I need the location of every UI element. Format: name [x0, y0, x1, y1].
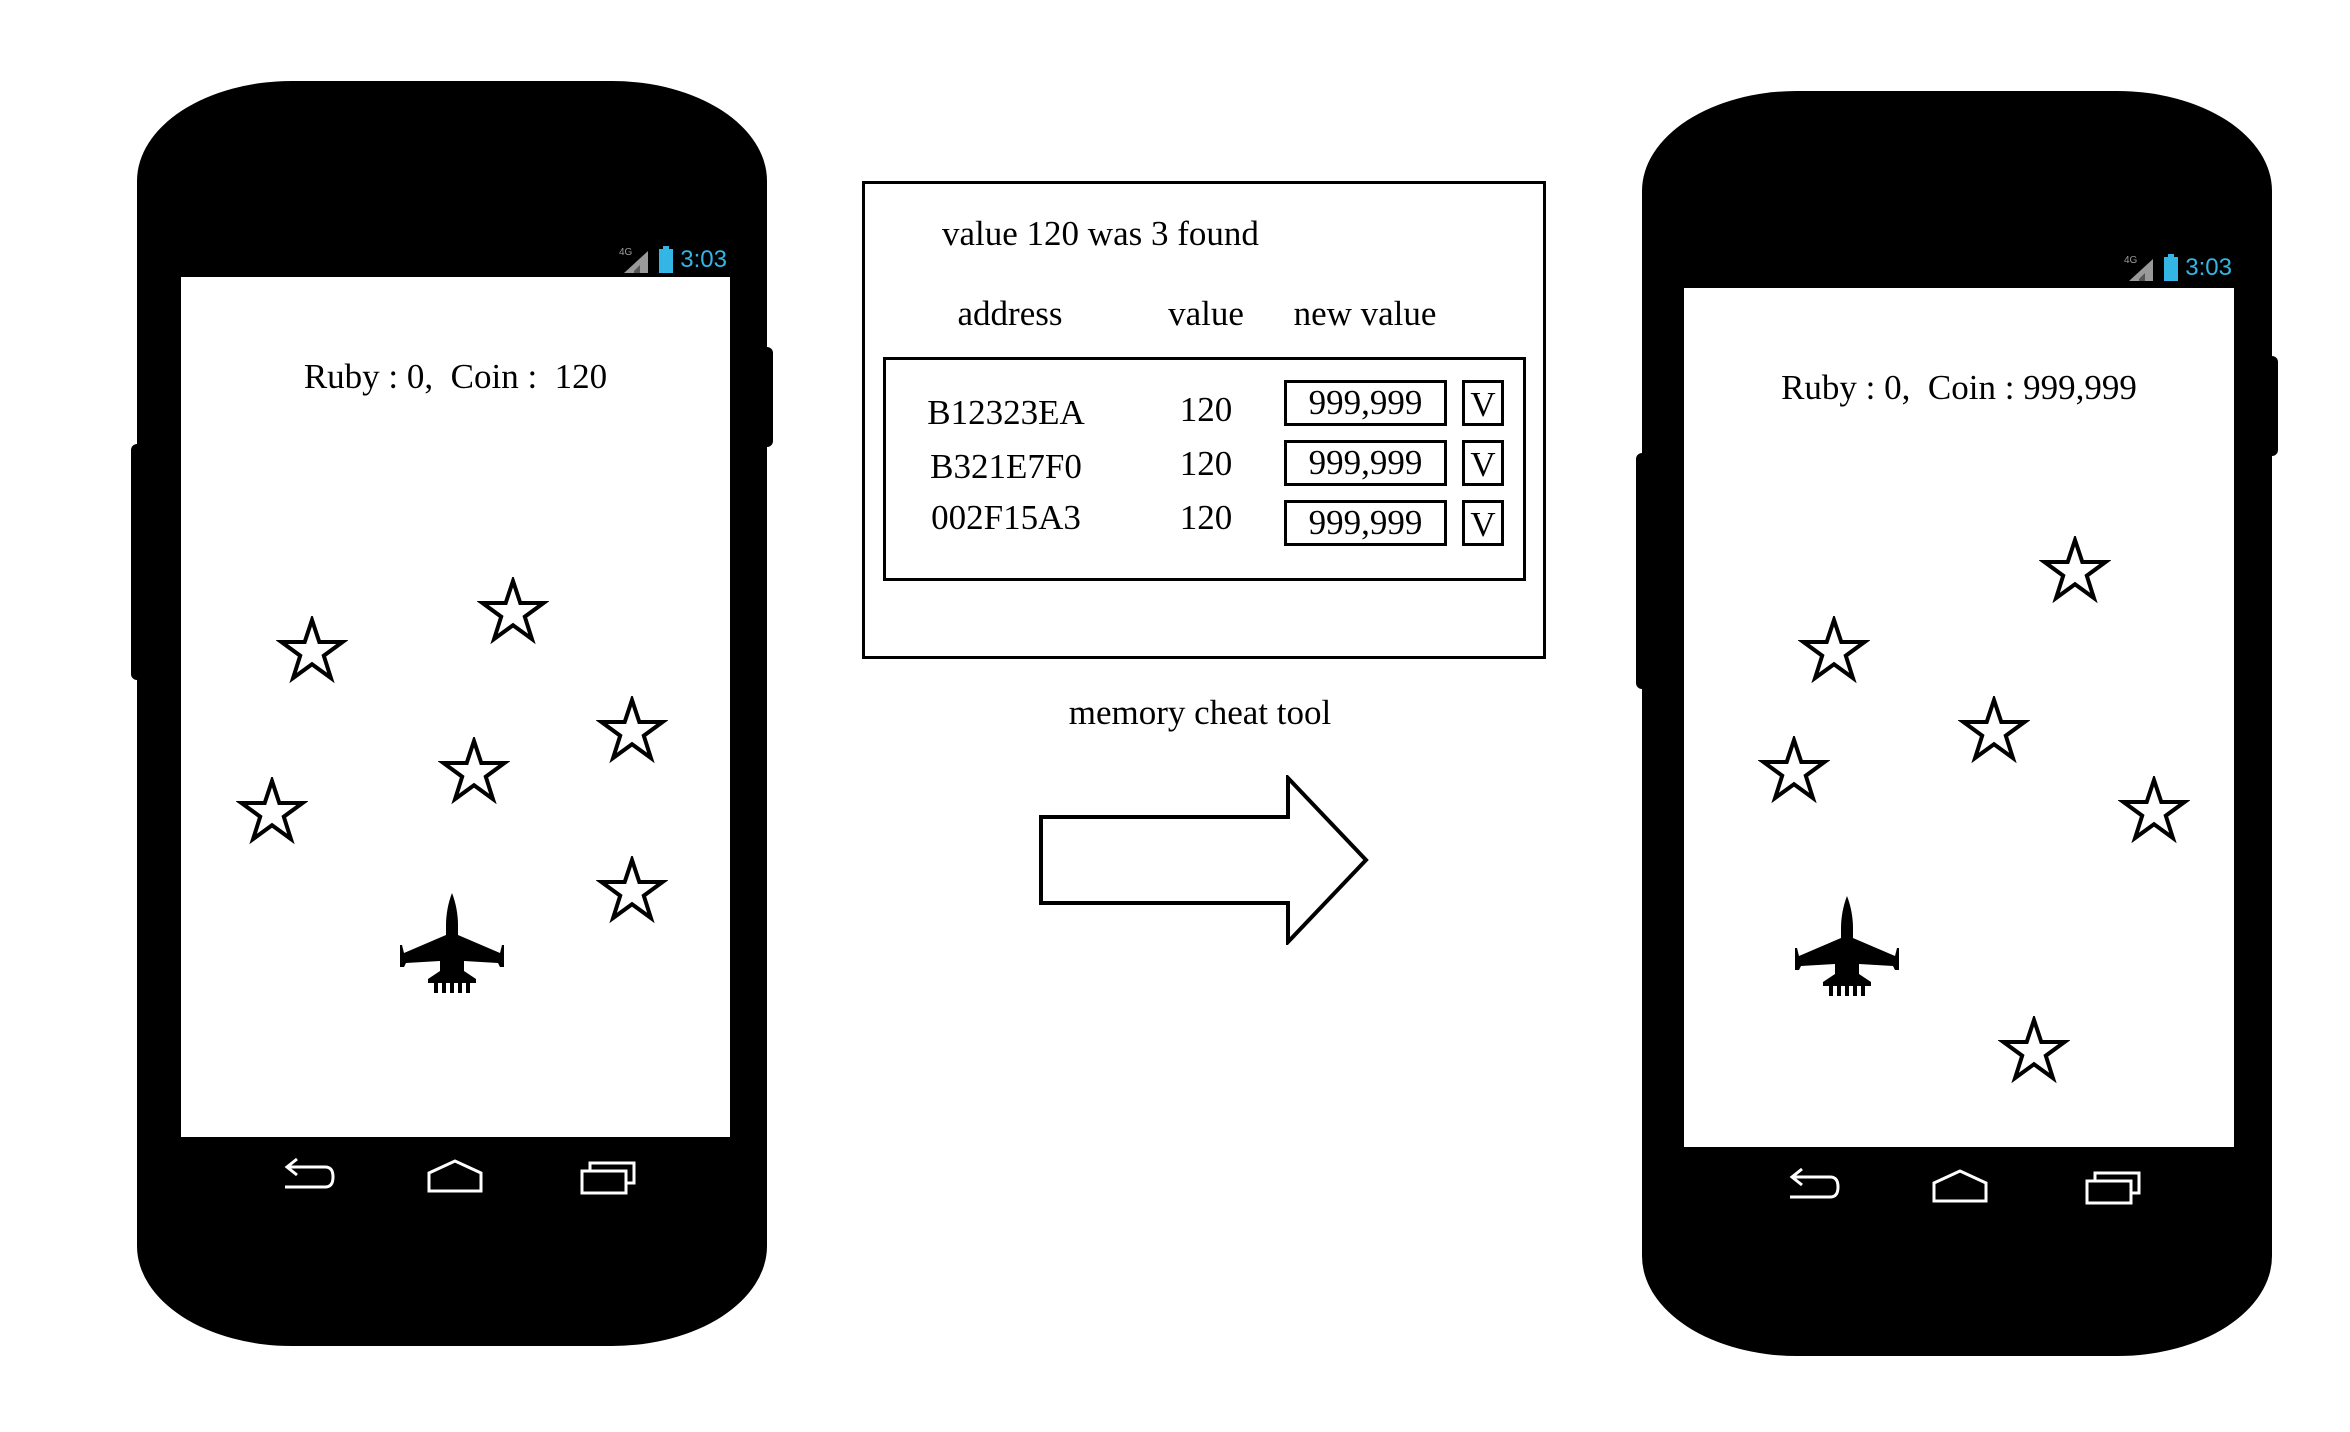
row-address: 002F15A3 [931, 498, 1081, 537]
star-icon[interactable] [1958, 696, 2030, 768]
left-phone: 3:03 Ruby : 0, Coin : 120 [131, 81, 773, 1346]
recent-apps-icon[interactable] [578, 1157, 638, 1197]
star-icon[interactable] [438, 737, 510, 809]
power-button[interactable] [2266, 356, 2278, 456]
row-value: 120 [1179, 498, 1233, 537]
score-text: Ruby : 0, Coin : 120 [303, 357, 608, 396]
signal-icon [618, 245, 652, 275]
new-value-input[interactable]: 999,999 [1284, 380, 1447, 426]
status-time: 3:03 [2185, 254, 2232, 281]
home-icon[interactable] [425, 1157, 485, 1197]
status-time: 3:03 [680, 246, 727, 273]
fighter-jet-icon[interactable] [1787, 884, 1907, 1004]
memory-cheat-window: value 120 was 3 found address value new … [862, 181, 1546, 659]
star-icon[interactable] [477, 577, 549, 649]
right-phone: 3:03 Ruby : 0, Coin : 999,999 [1636, 91, 2278, 1356]
header-new-value: new value [1293, 294, 1437, 333]
row-value: 120 [1179, 390, 1233, 429]
apply-button[interactable]: V [1462, 500, 1504, 546]
game-screen[interactable]: Ruby : 0, Coin : 120 [181, 277, 730, 1137]
home-icon[interactable] [1930, 1167, 1990, 1207]
star-icon[interactable] [2118, 776, 2190, 848]
volume-button[interactable] [131, 444, 143, 680]
battery-icon [658, 245, 674, 275]
star-icon[interactable] [236, 777, 308, 849]
score-text: Ruby : 0, Coin : 999,999 [1781, 368, 2137, 407]
volume-button[interactable] [1636, 453, 1648, 689]
back-icon[interactable] [1780, 1167, 1840, 1207]
star-icon[interactable] [596, 856, 668, 928]
star-icon[interactable] [596, 696, 668, 768]
row-address: B321E7F0 [930, 447, 1082, 486]
star-icon[interactable] [1798, 616, 1870, 688]
apply-button[interactable]: V [1462, 380, 1504, 426]
apply-button[interactable]: V [1462, 440, 1504, 486]
header-value: value [1168, 294, 1244, 333]
results-list: B12323EA 120 999,999 V B321E7F0 120 999,… [883, 357, 1526, 581]
recent-apps-icon[interactable] [2083, 1167, 2143, 1207]
star-icon[interactable] [1758, 736, 1830, 808]
status-bar: 3:03 [2123, 251, 2232, 285]
right-arrow-icon [1039, 775, 1369, 945]
new-value-input[interactable]: 999,999 [1284, 440, 1447, 486]
back-icon[interactable] [275, 1157, 335, 1197]
star-icon[interactable] [2039, 536, 2111, 608]
power-button[interactable] [761, 347, 773, 447]
new-value-input[interactable]: 999,999 [1284, 500, 1447, 546]
fighter-jet-icon[interactable] [392, 881, 512, 1001]
tool-caption: memory cheat tool [1068, 693, 1332, 732]
game-screen[interactable]: Ruby : 0, Coin : 999,999 [1684, 288, 2234, 1147]
battery-icon [2163, 253, 2179, 283]
star-icon[interactable] [1998, 1016, 2070, 1088]
row-value: 120 [1179, 444, 1233, 483]
status-bar: 3:03 [618, 243, 727, 277]
star-icon[interactable] [276, 616, 348, 688]
signal-icon [2123, 253, 2157, 283]
row-address: B12323EA [927, 393, 1085, 432]
search-result-title: value 120 was 3 found [942, 214, 1259, 253]
header-address: address [957, 294, 1063, 333]
